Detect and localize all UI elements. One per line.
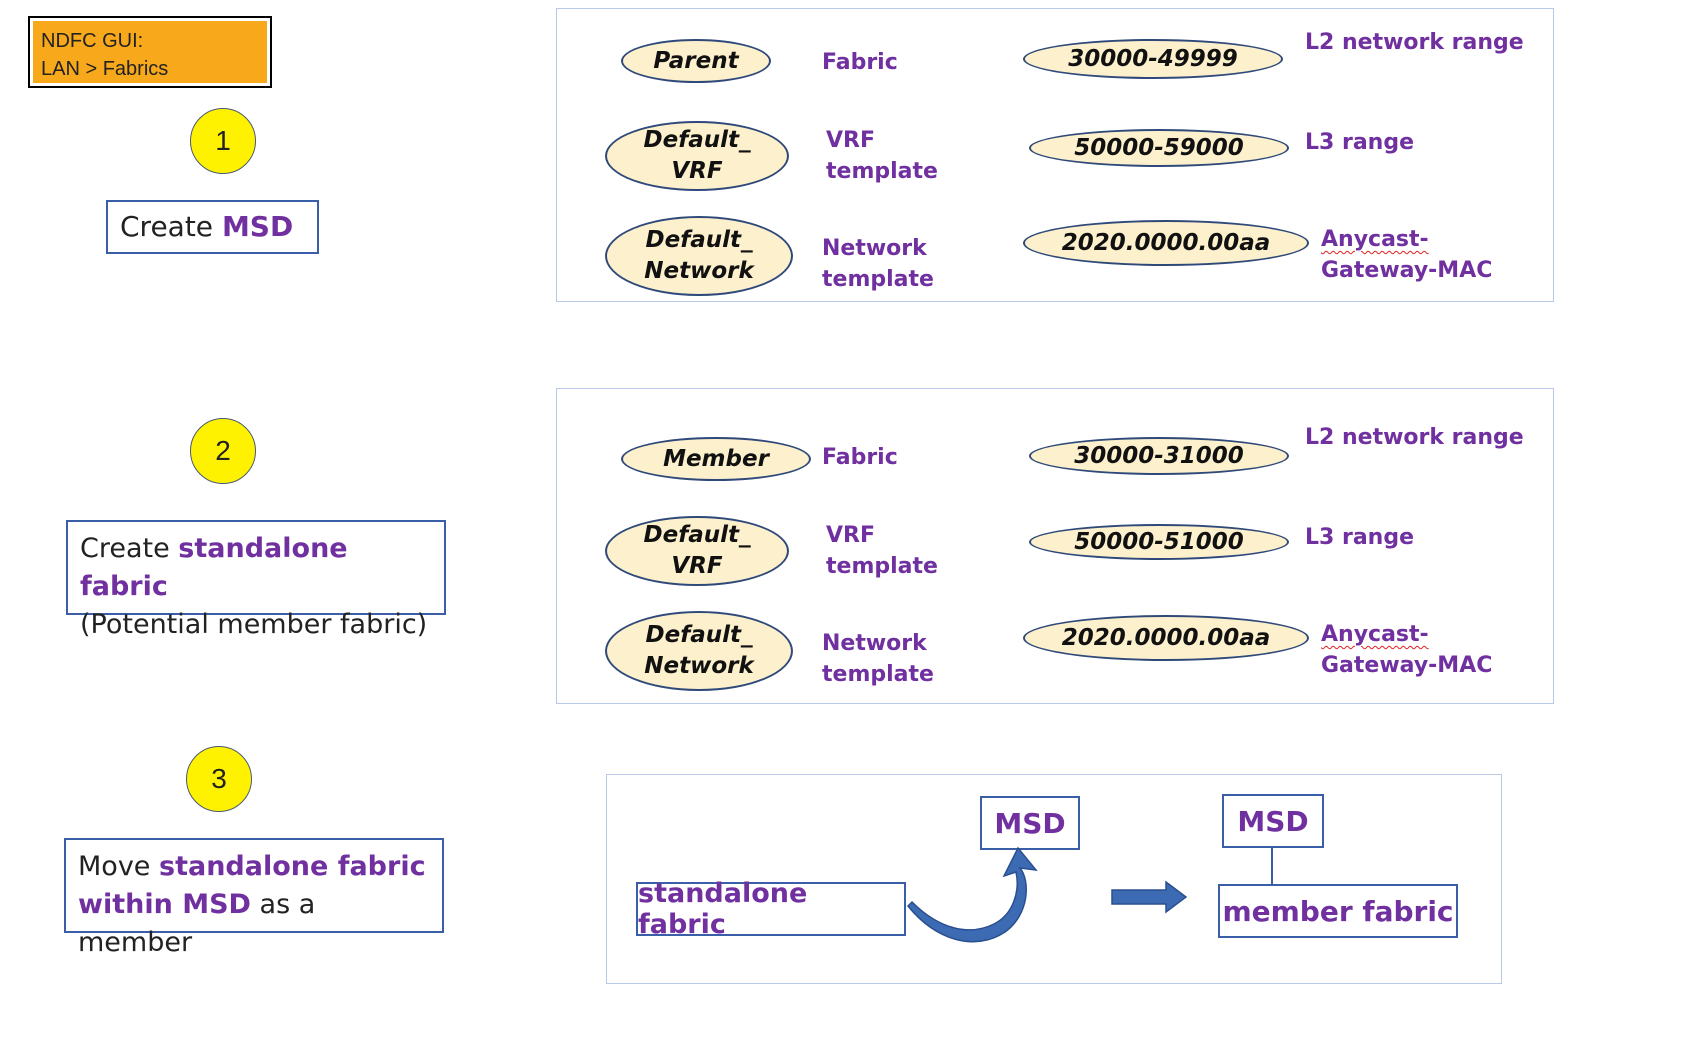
vrf-label-line1: VRF <box>826 128 875 153</box>
l3-range-label: L3 range <box>1305 130 1415 155</box>
vrf-label-line2: template <box>826 159 938 184</box>
standalone-fabric-box: standalone fabric <box>636 878 906 940</box>
member-fabric-box: member fabric <box>1218 884 1458 938</box>
step-1-prefix: Create <box>120 210 222 243</box>
net-oval-line2: Network <box>644 653 754 679</box>
anycast-mac-label: Anycast- Gateway-MAC <box>1321 224 1492 286</box>
net-label-line2: template <box>822 662 934 687</box>
step-3-suffix: as a member <box>78 889 316 958</box>
right-arrow-icon <box>1111 880 1188 914</box>
step-1-box: Create MSD <box>106 200 319 254</box>
fabric-type-label: Fabric <box>822 50 898 75</box>
l3-range-oval: 50000-59000 <box>1029 129 1289 167</box>
mac-label-line2: Gateway-MAC <box>1321 653 1493 678</box>
move-curved-arrow-icon <box>906 846 1038 943</box>
step-2-highlight: standalone fabric <box>80 533 348 602</box>
net-oval-line1: Default_ <box>645 622 753 648</box>
vrf-label-line2: template <box>826 554 938 579</box>
msd-member-connector <box>1271 848 1273 884</box>
mac-label-line1: Anycast- <box>1321 227 1429 252</box>
msd-settings-panel: Parent Fabric Default_ VRF VRF template De… <box>556 8 1554 302</box>
nav-title: NDFC GUI: <box>41 30 144 52</box>
mac-label-line1: Anycast- <box>1321 622 1429 647</box>
step-3-box: Move standalone fabric within MSD as a m… <box>64 838 444 958</box>
anycast-mac-label: Anycast- Gateway-MAC <box>1321 619 1492 681</box>
step-1-circle: 1 <box>190 108 256 174</box>
step-2-prefix: Create <box>80 533 179 564</box>
msd-target-box: MSD <box>980 796 1080 850</box>
step-3-highlight: standalone fabric <box>159 851 426 882</box>
vrf-oval-line1: Default_ <box>643 127 751 153</box>
net-oval-line1: Default_ <box>645 227 753 253</box>
step-1-highlight: MSD <box>221 210 294 243</box>
msd-parent-box: MSD <box>1222 794 1324 848</box>
l2-range-label: L2 network range <box>1305 425 1524 450</box>
l2-range-oval: 30000-49999 <box>1023 39 1283 79</box>
network-template-label: Network template <box>822 233 934 295</box>
step-3-highlight-2: within MSD <box>78 889 251 920</box>
l3-range-label: L3 range <box>1305 525 1415 550</box>
vrf-label-line1: VRF <box>826 523 875 548</box>
vrf-oval-line2: VRF <box>671 158 723 184</box>
l3-range-oval: 50000-51000 <box>1029 524 1289 560</box>
nav-path: NDFC GUI: LAN > Fabrics <box>33 21 267 83</box>
net-oval-line2: Network <box>644 258 754 284</box>
fabric-type-label: Fabric <box>822 445 898 470</box>
vrf-template-label: VRF template <box>826 125 938 187</box>
vrf-template-oval: Default_ VRF <box>605 516 789 586</box>
member-settings-panel: Member Fabric Default_ VRF VRF template De… <box>556 388 1554 704</box>
net-label-line1: Network <box>822 236 927 261</box>
step-2-circle: 2 <box>190 418 256 484</box>
net-label-line1: Network <box>822 631 927 656</box>
anycast-mac-oval: 2020.0000.00aa <box>1023 615 1309 661</box>
network-template-oval: Default_ Network <box>605 611 793 691</box>
mac-label-line2: Gateway-MAC <box>1321 258 1493 283</box>
vrf-template-label: VRF template <box>826 520 938 582</box>
fabric-type-oval: Parent <box>621 39 771 83</box>
nav-breadcrumb: LAN > Fabrics <box>41 58 169 80</box>
step-3-prefix: Move <box>78 851 159 882</box>
network-template-label: Network template <box>822 628 934 690</box>
vrf-oval-line1: Default_ <box>643 522 751 548</box>
l2-range-label: L2 network range <box>1305 30 1524 55</box>
l2-range-oval: 30000-31000 <box>1029 437 1289 475</box>
step-2-subtitle: (Potential member fabric) <box>80 609 428 640</box>
anycast-mac-oval: 2020.0000.00aa <box>1023 220 1309 266</box>
vrf-oval-line2: VRF <box>671 553 723 579</box>
network-template-oval: Default_ Network <box>605 216 793 296</box>
step-3-circle: 3 <box>186 746 252 812</box>
vrf-template-oval: Default_ VRF <box>605 121 789 191</box>
net-label-line2: template <box>822 267 934 292</box>
nav-path-box: NDFC GUI: LAN > Fabrics <box>28 16 272 88</box>
fabric-type-oval: Member <box>621 437 811 481</box>
step-2-box: Create standalone fabric (Potential memb… <box>66 520 446 640</box>
